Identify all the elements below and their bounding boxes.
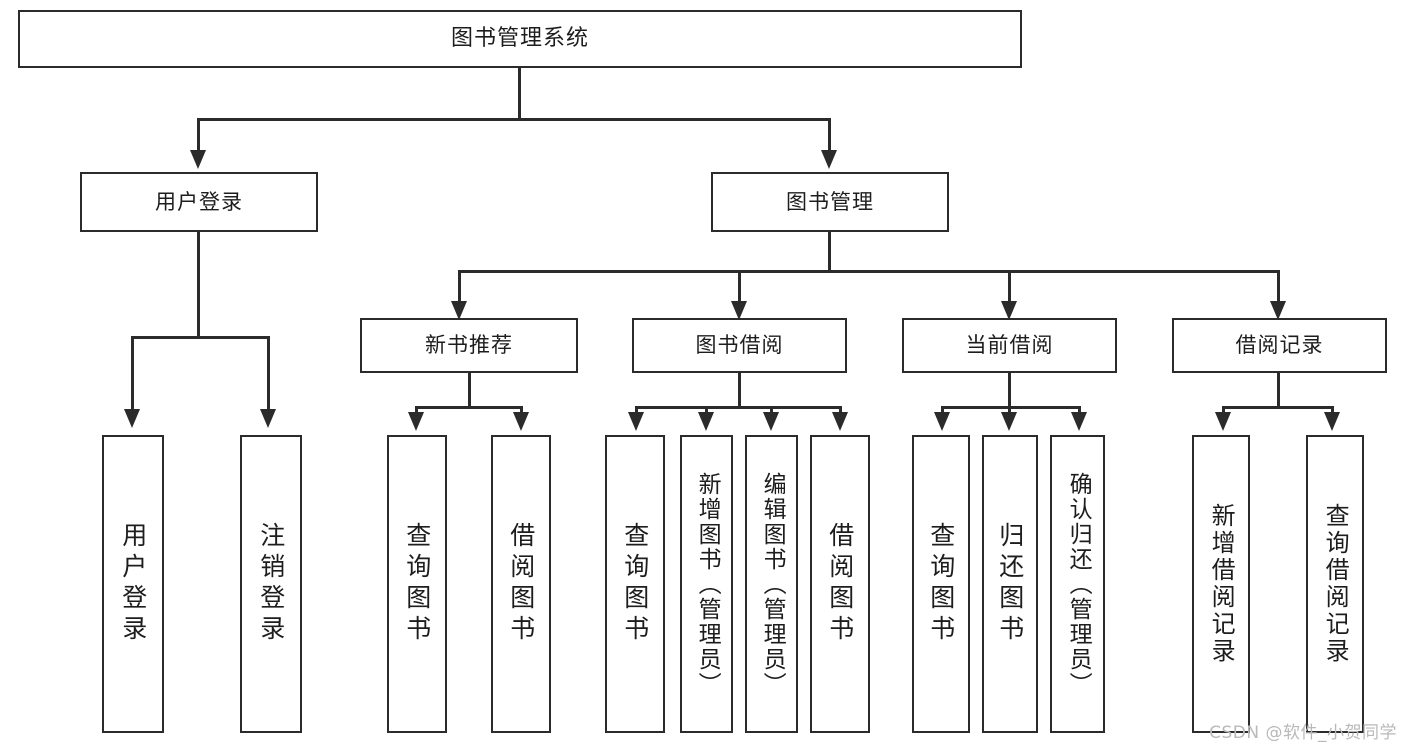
- arrowhead-borrow-record: [1270, 301, 1286, 320]
- arrowhead-br-add-record: [1215, 412, 1231, 431]
- connector-br-drop-1: [1222, 406, 1225, 416]
- connector-cb-drop-3: [1078, 406, 1081, 416]
- arrowhead-new-book-recommend: [451, 301, 467, 320]
- connector-book-borrow-bus: [635, 406, 842, 409]
- node-label: 新书推荐: [425, 333, 513, 358]
- connector-user-login-bus: [131, 336, 270, 339]
- connector-book-management-bus: [458, 270, 1280, 273]
- connector-current-borrow-stem: [1008, 373, 1011, 409]
- connector-user-login-drop-1: [131, 336, 134, 412]
- leaf-nbr-query-book[interactable]: 查询图书: [387, 435, 447, 733]
- node-current-borrow[interactable]: 当前借阅: [902, 318, 1117, 373]
- node-label: 借阅记录: [1235, 333, 1324, 358]
- node-label: 借阅图书: [506, 522, 536, 646]
- connector-cb-drop-1: [941, 406, 944, 416]
- connector-root-stem: [518, 68, 521, 118]
- leaf-cb-return-book[interactable]: 归还图书: [982, 435, 1038, 733]
- node-label: 图书管理系统: [450, 26, 589, 52]
- node-label: 归还图书: [995, 522, 1025, 646]
- node-label: 查询图书: [926, 522, 956, 646]
- leaf-cb-query-book[interactable]: 查询图书: [912, 435, 970, 733]
- arrowhead-bb-borrow-book: [832, 412, 848, 431]
- node-new-book-recommend[interactable]: 新书推荐: [360, 318, 578, 373]
- leaf-logout[interactable]: 注销登录: [240, 435, 302, 733]
- node-label: 编辑图书（管理员）: [759, 471, 786, 697]
- node-label: 注销登录: [256, 522, 286, 646]
- arrowhead-user-login: [190, 150, 206, 169]
- arrowhead-bb-edit-book: [763, 412, 779, 431]
- connector-new-book-drop-2: [520, 406, 523, 416]
- arrowhead-br-query-record: [1324, 412, 1340, 431]
- connector-bb-drop-2: [705, 406, 708, 416]
- connector-borrow-record-bus: [1222, 406, 1334, 409]
- node-label: 用户登录: [118, 522, 148, 646]
- node-label: 图书借阅: [695, 333, 784, 358]
- arrowhead-bb-add-book: [698, 412, 714, 431]
- leaf-bb-add-book[interactable]: 新增图书（管理员）: [680, 435, 733, 733]
- connector-bm-drop-current-borrow: [1008, 270, 1011, 304]
- leaf-bb-borrow-book[interactable]: 借阅图书: [810, 435, 870, 733]
- leaf-cb-confirm-return[interactable]: 确认归还（管理员）: [1050, 435, 1105, 733]
- connector-br-drop-2: [1331, 406, 1334, 416]
- connector-current-borrow-bus: [941, 406, 1081, 409]
- leaf-bb-edit-book[interactable]: 编辑图书（管理员）: [745, 435, 798, 733]
- node-label: 查询图书: [620, 522, 650, 646]
- node-label: 查询图书: [402, 522, 432, 646]
- node-borrow-record[interactable]: 借阅记录: [1172, 318, 1387, 373]
- connector-borrow-record-stem: [1277, 373, 1280, 409]
- arrowhead-nb-query-book: [408, 412, 424, 431]
- node-label: 新增图书（管理员）: [694, 471, 721, 697]
- arrowhead-leaf-logout: [260, 409, 276, 428]
- connector-user-login-stem: [197, 232, 200, 338]
- connector-bm-drop-borrow-record: [1277, 270, 1280, 304]
- node-label: 图书管理: [786, 189, 874, 214]
- connector-new-book-stem: [468, 373, 471, 409]
- leaf-br-query-record[interactable]: 查询借阅记录: [1306, 435, 1364, 733]
- leaf-user-login[interactable]: 用户登录: [102, 435, 164, 733]
- connector-bb-drop-1: [635, 406, 638, 416]
- connector-cb-drop-2: [1008, 406, 1011, 416]
- arrowhead-book-management: [821, 150, 837, 169]
- connector-bb-drop-3: [770, 406, 773, 416]
- connector-bm-drop-new-book: [458, 270, 461, 304]
- leaf-bb-query-book[interactable]: 查询图书: [605, 435, 665, 733]
- arrowhead-cb-confirm-return: [1071, 412, 1087, 431]
- connector-bb-drop-4: [839, 406, 842, 416]
- connector-root-to-book-management: [828, 118, 831, 154]
- node-label: 借阅图书: [825, 522, 855, 646]
- node-book-borrow[interactable]: 图书借阅: [632, 318, 847, 373]
- node-label: 新增借阅记录: [1207, 503, 1236, 665]
- arrowhead-cb-query-book: [934, 412, 950, 431]
- node-label: 确认归还（管理员）: [1065, 471, 1092, 697]
- node-label: 查询借阅记录: [1321, 503, 1350, 665]
- leaf-nbr-borrow-book[interactable]: 借阅图书: [491, 435, 551, 733]
- leaf-br-add-record[interactable]: 新增借阅记录: [1192, 435, 1250, 733]
- connector-bm-drop-book-borrow: [738, 270, 741, 304]
- arrowhead-cb-return-book: [1001, 412, 1017, 431]
- node-root-book-management-system[interactable]: 图书管理系统: [18, 10, 1022, 68]
- arrowhead-book-borrow: [731, 301, 747, 320]
- arrowhead-leaf-user-login: [124, 409, 140, 428]
- arrowhead-bb-query-book: [628, 412, 644, 431]
- arrowhead-nb-borrow-book: [513, 412, 529, 431]
- connector-root-bus: [197, 118, 831, 121]
- connector-new-book-drop-1: [415, 406, 418, 416]
- connector-user-login-drop-2: [267, 336, 270, 412]
- node-user-login[interactable]: 用户登录: [80, 172, 318, 232]
- connector-new-book-bus: [415, 406, 523, 409]
- node-label: 当前借阅: [965, 333, 1054, 358]
- arrowhead-current-borrow: [1001, 301, 1017, 320]
- connector-book-borrow-stem: [738, 373, 741, 409]
- node-book-management[interactable]: 图书管理: [711, 172, 949, 232]
- node-label: 用户登录: [155, 189, 243, 214]
- connector-root-to-user-login: [197, 118, 200, 154]
- connector-book-management-stem: [828, 232, 831, 272]
